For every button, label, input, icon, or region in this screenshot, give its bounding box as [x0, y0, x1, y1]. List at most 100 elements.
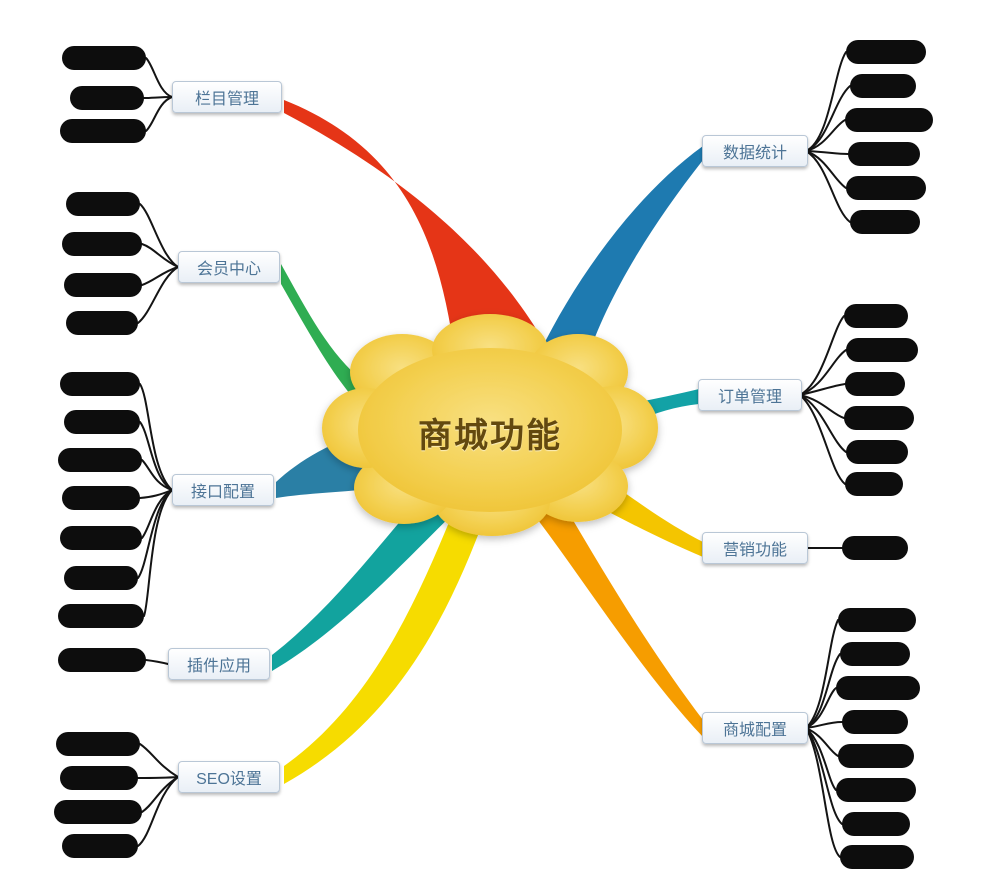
connector-line — [137, 266, 179, 324]
branch-label-marketing[interactable]: 营销功能 — [702, 532, 808, 564]
leaf-node[interactable] — [850, 74, 916, 98]
leaf-node[interactable] — [846, 176, 926, 200]
connector-line — [805, 687, 837, 729]
leaf-node[interactable] — [848, 142, 920, 166]
leaf-node[interactable] — [54, 800, 142, 824]
connector-line — [139, 203, 179, 268]
leaf-node[interactable] — [58, 648, 146, 672]
leaf-node[interactable] — [64, 410, 140, 434]
connector-line — [805, 727, 841, 858]
leaf-node[interactable] — [846, 40, 926, 64]
connector-line — [145, 57, 173, 98]
branch-label-plugin-apps[interactable]: 插件应用 — [168, 648, 270, 680]
branch-seo-settings — [284, 515, 480, 784]
connector-line — [805, 150, 849, 155]
branch-column-management — [284, 100, 540, 355]
branch-label-data-stats[interactable]: 数据统计 — [702, 135, 808, 167]
connector-line — [139, 421, 173, 491]
connector-line — [799, 383, 846, 396]
connector-line — [805, 653, 841, 729]
leaf-node[interactable] — [62, 486, 140, 510]
branch-label-text: 会员中心 — [196, 261, 261, 278]
connector-line — [799, 394, 846, 485]
leaf-node[interactable] — [70, 86, 144, 110]
leaf-node[interactable] — [64, 273, 142, 297]
leaf-node[interactable] — [58, 604, 144, 628]
branch-label-column-management[interactable]: 栏目管理 — [172, 81, 282, 113]
leaf-node[interactable] — [62, 834, 138, 858]
connector-line — [805, 85, 851, 152]
leaf-node[interactable] — [836, 676, 920, 700]
connector-line — [137, 776, 179, 779]
branch-label-text: SEO设置 — [196, 771, 262, 788]
connector-line — [143, 489, 173, 617]
leaf-node[interactable] — [836, 778, 916, 802]
central-topic[interactable]: 商城功能 — [380, 408, 600, 456]
branch-label-api-config[interactable]: 接口配置 — [172, 474, 274, 506]
connector-line — [805, 150, 851, 223]
leaf-node[interactable] — [844, 304, 908, 328]
leaf-node[interactable] — [842, 812, 910, 836]
connector-line — [139, 743, 179, 778]
connector-line — [137, 776, 179, 847]
connector-line — [799, 394, 845, 419]
branch-label-member-center[interactable]: 会员中心 — [178, 251, 280, 283]
leaf-node[interactable] — [845, 372, 905, 396]
connector-line — [805, 727, 837, 791]
branch-label-text: 数据统计 — [722, 145, 787, 162]
branch-plugin-apps — [272, 492, 455, 671]
connector-line — [145, 659, 169, 665]
leaf-node[interactable] — [58, 448, 142, 472]
connector-line — [805, 619, 839, 729]
connector-line — [805, 727, 843, 825]
connector-line — [805, 119, 846, 152]
central-topic-shape[interactable] — [322, 314, 658, 536]
leaf-node[interactable] — [842, 710, 908, 734]
connector-line — [141, 243, 179, 268]
branch-mall-config — [538, 498, 703, 737]
leaf-node[interactable] — [846, 338, 918, 362]
leaf-node[interactable] — [845, 472, 903, 496]
leaf-node[interactable] — [840, 845, 914, 869]
leaf-node[interactable] — [62, 46, 146, 70]
branch-label-mall-config[interactable]: 商城配置 — [702, 712, 808, 744]
connector-line — [145, 96, 173, 132]
branch-label-text: 订单管理 — [717, 389, 782, 406]
connector-line — [141, 266, 179, 286]
leaf-node[interactable] — [66, 311, 138, 335]
branch-label-text: 插件应用 — [186, 658, 251, 675]
leaf-node[interactable] — [64, 566, 138, 590]
central-topic-text: 商城功能 — [418, 416, 562, 455]
leaf-node[interactable] — [60, 526, 142, 550]
leaf-node[interactable] — [60, 766, 138, 790]
leaf-node[interactable] — [844, 406, 914, 430]
leaf-node[interactable] — [66, 192, 140, 216]
branch-label-seo-settings[interactable]: SEO设置 — [178, 761, 280, 793]
branch-data-stats — [540, 146, 703, 362]
connector-line — [799, 394, 847, 453]
connector-line — [799, 349, 847, 396]
connector-line — [799, 315, 845, 396]
branch-label-text: 商城配置 — [722, 722, 787, 739]
connector-line — [141, 459, 173, 491]
leaf-node[interactable] — [838, 744, 914, 768]
leaf-node[interactable] — [60, 372, 140, 396]
leaf-node[interactable] — [840, 642, 910, 666]
connector-line — [139, 383, 173, 491]
leaf-node[interactable] — [60, 119, 146, 143]
connector-line — [143, 96, 173, 99]
leaf-node[interactable] — [842, 536, 908, 560]
leaf-node[interactable] — [838, 608, 916, 632]
leaf-node[interactable] — [845, 108, 933, 132]
branch-label-text: 接口配置 — [190, 484, 255, 501]
connector-line — [805, 721, 843, 729]
branch-label-order-management[interactable]: 订单管理 — [698, 379, 802, 411]
leaf-node[interactable] — [56, 732, 140, 756]
leaf-node[interactable] — [846, 440, 908, 464]
leaf-node[interactable] — [62, 232, 142, 256]
branch-label-text: 栏目管理 — [194, 91, 259, 108]
leaf-node[interactable] — [850, 210, 920, 234]
connector-line — [805, 727, 839, 757]
